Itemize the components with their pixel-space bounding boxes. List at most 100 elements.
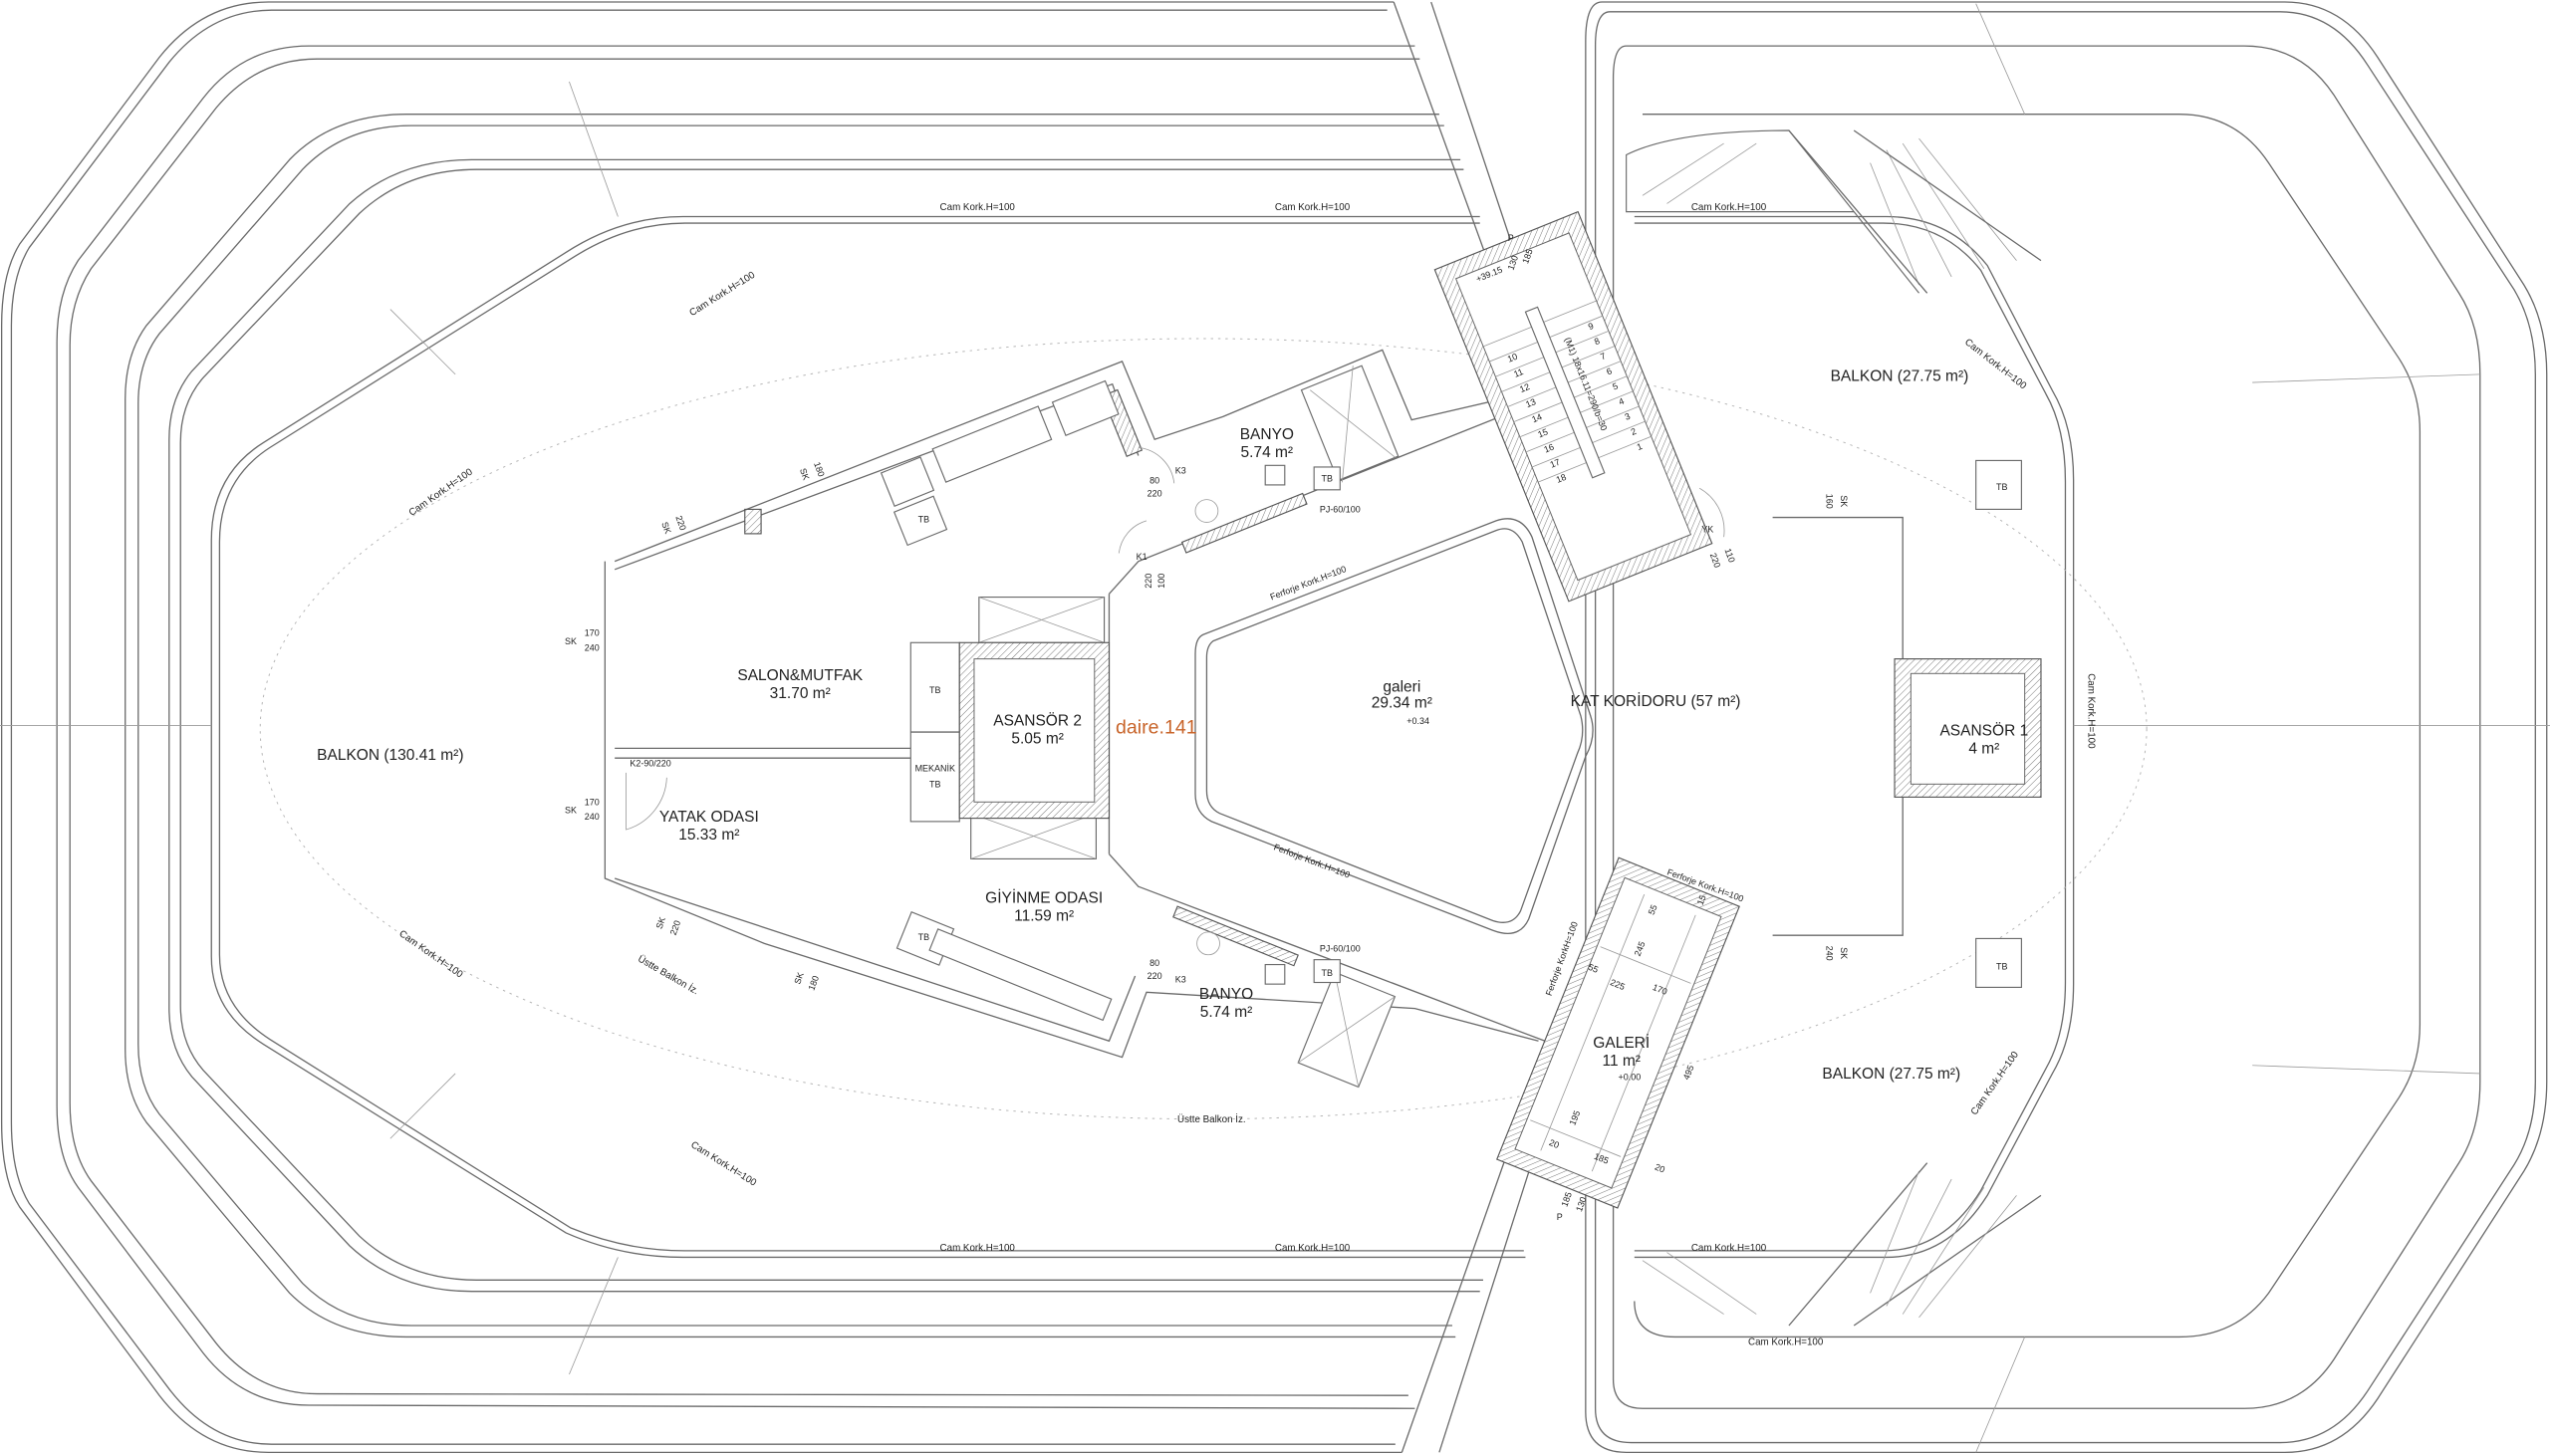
fixture-labels: TB TB MEKANİK TB TB TB TB TB TB K3 K3 K1… <box>565 233 2007 1222</box>
tb-label: TB <box>929 780 940 790</box>
dimension: 220 <box>673 514 688 531</box>
tb-label: TB <box>1322 968 1333 978</box>
dimension: 225 <box>1609 977 1627 992</box>
dimension: 180 <box>807 974 822 991</box>
dimension: 220 <box>668 919 683 936</box>
railing-label: Cam Kork.H=100 <box>1691 202 1767 213</box>
upper-balcony-trace <box>259 338 2148 1120</box>
window-tag: SK <box>565 806 577 816</box>
room-area: 5.74 m² <box>1241 444 1294 461</box>
dimension: 240 <box>585 812 600 822</box>
step-number: 9 <box>1587 321 1595 332</box>
tb-label: TB <box>918 514 929 524</box>
dimension: 80 <box>1149 475 1159 485</box>
door-tag: K2-90/220 <box>630 758 670 768</box>
room-area: 31.70 m² <box>770 685 831 702</box>
railing-label: Cam Kork.H=100 <box>1969 1049 2022 1116</box>
dimension: 100 <box>1156 574 1166 589</box>
railing-label: Cam Kork.H=100 <box>940 1243 1016 1254</box>
dimension: 185 <box>1520 248 1535 265</box>
dimension: 220 <box>1148 488 1162 498</box>
room-area: 29.34 m² <box>1372 695 1432 712</box>
dimension: 495 <box>1681 1064 1696 1082</box>
railing-label: Cam Kork.H=100 <box>1691 1243 1767 1254</box>
step-number: 7 <box>1599 351 1607 362</box>
upper-balcony-label: Üstte Balkon İz. <box>636 954 700 998</box>
railing-label: Cam Kork.H=100 <box>1962 337 2029 391</box>
dimension: 15 <box>1695 893 1708 906</box>
dimension: 170 <box>585 798 600 808</box>
dimension: 110 <box>1723 547 1737 564</box>
room-area: 11.59 m² <box>1014 907 1074 924</box>
apartment-walls <box>604 349 1546 1089</box>
dimension: 185 <box>1559 1191 1574 1208</box>
room-name: GALERİ <box>1593 1034 1650 1052</box>
room-area: 15.33 m² <box>678 827 739 844</box>
railing-label: Cam Kork.H=100 <box>407 466 475 519</box>
room-name: GİYİNME ODASI <box>985 889 1103 907</box>
room-name: ASANSÖR 1 <box>1939 721 2028 739</box>
room-name: BANYO <box>1240 426 1294 443</box>
dimension: 180 <box>812 460 827 477</box>
dimension: 160 <box>1824 494 1834 509</box>
window-tag: SK <box>1839 947 1849 959</box>
room-area: 4 m² <box>1968 740 1999 757</box>
railing-label: Cam Kork.H=100 <box>1748 1337 1824 1348</box>
door-tag: PJ-60/100 <box>1320 505 1361 515</box>
level-mark: +0.34 <box>1406 716 1429 726</box>
galeri-small <box>1496 856 1740 1209</box>
window-tag: P <box>1557 1212 1563 1222</box>
railing-label: Cam Kork.H=100 <box>687 270 757 320</box>
railing-label: Cam Kork.H=100 <box>1275 202 1351 213</box>
step-number: 15 <box>1536 426 1549 439</box>
room-area: 5.05 m² <box>1011 731 1064 748</box>
step-number: 14 <box>1530 411 1543 424</box>
step-number: 8 <box>1593 336 1601 347</box>
window-tag: SK <box>654 915 667 930</box>
galeri-void <box>1194 518 1594 934</box>
step-number: 4 <box>1617 396 1625 407</box>
door-tag: K3 <box>1175 465 1186 475</box>
corridor-right <box>1772 459 2042 988</box>
window-tag: SK <box>565 636 577 646</box>
room-name: galeri <box>1383 678 1420 695</box>
dimension: 240 <box>585 642 600 652</box>
right-wing-outlines <box>1585 1 2550 1453</box>
dimension: 185 <box>1593 1151 1611 1166</box>
dimension: 80 <box>1149 958 1159 968</box>
room-area: 11 m² <box>1603 1053 1641 1070</box>
window-tag: SK <box>659 521 672 536</box>
room-name: ASANSÖR 2 <box>993 712 1082 730</box>
tb-label: TB <box>929 685 940 695</box>
dimension: 170 <box>585 628 600 638</box>
step-number: 12 <box>1518 381 1531 394</box>
room-name: BANYO <box>1199 986 1253 1003</box>
door-tag: K3 <box>1175 975 1186 985</box>
dimension: 220 <box>1148 971 1162 981</box>
dimension: 130 <box>1574 1195 1589 1212</box>
step-number: 13 <box>1524 396 1537 409</box>
upper-balcony-label: Üstte Balkon İz. <box>1177 1114 1245 1125</box>
dimension: 240 <box>1824 946 1834 961</box>
mekanik-label: MEKANİK <box>915 763 955 773</box>
room-area: 5.74 m² <box>1200 1004 1253 1021</box>
step-number: 11 <box>1512 366 1524 379</box>
room-labels: BALKON (130.41 m²) BALKON (27.75 m²) BAL… <box>317 367 2028 1082</box>
room-name: BALKON (27.75 m²) <box>1831 367 1969 384</box>
tb-label: TB <box>1996 961 2007 971</box>
step-number: 1 <box>1636 441 1644 452</box>
window-tag: SK <box>798 467 811 482</box>
ramp-bottom <box>1642 1162 2042 1327</box>
railing-label: Cam Kork.H=100 <box>688 1139 758 1189</box>
dimension: 20 <box>1548 1137 1561 1150</box>
dimension: 170 <box>1652 982 1669 997</box>
door-tag: YK <box>1701 524 1713 534</box>
dimension: 220 <box>1144 574 1153 589</box>
dimension: 130 <box>1506 254 1521 271</box>
level-mark: +0.00 <box>1619 1072 1642 1082</box>
room-name: BALKON (27.75 m²) <box>1822 1066 1960 1083</box>
ramp-top <box>1626 129 2042 294</box>
step-number: 5 <box>1611 380 1619 391</box>
tb-label: TB <box>1322 474 1333 484</box>
railing-label: Cam Kork.H=100 <box>1275 1243 1351 1254</box>
